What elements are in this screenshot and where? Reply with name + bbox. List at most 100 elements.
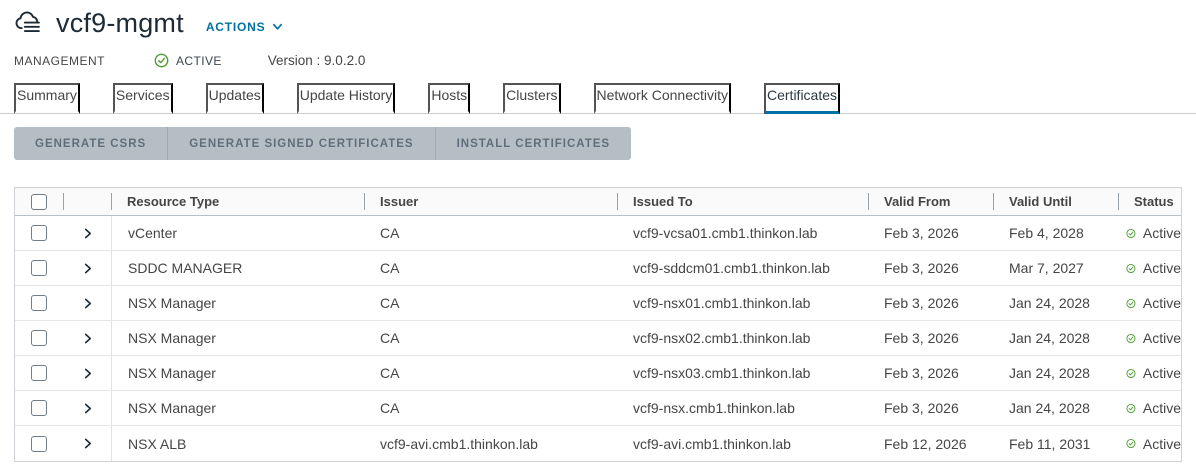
actions-button-label: ACTIONS	[205, 19, 266, 34]
expand-row-button[interactable]	[77, 398, 97, 418]
expand-row-button[interactable]	[77, 363, 97, 383]
header-resource-type: Resource Type	[111, 188, 364, 215]
cell-issuer: CA	[380, 295, 400, 311]
row-expand-cell	[63, 426, 111, 461]
header-expand-cell	[63, 188, 111, 215]
row-expand-cell	[63, 286, 111, 320]
status-text: Active	[1142, 400, 1181, 416]
row-checkbox[interactable]	[31, 435, 47, 452]
row-checkbox[interactable]	[31, 260, 47, 276]
status-text: Active	[1142, 435, 1181, 452]
chevron-right-icon	[82, 298, 93, 309]
tab-services[interactable]: Services	[112, 83, 173, 114]
cell-valid-from: Feb 3, 2026	[884, 295, 959, 311]
chevron-right-icon	[82, 228, 93, 239]
cell-issuer: CA	[380, 225, 400, 241]
active-check-icon	[1126, 436, 1136, 451]
tab-certificates[interactable]: Certificates	[764, 83, 841, 114]
row-expand-cell	[63, 321, 111, 355]
domain-meta-row: MANAGEMENT ACTIVE Version : 9.0.2.0	[14, 52, 1182, 69]
row-select-cell	[15, 286, 63, 320]
active-check-icon	[1126, 401, 1136, 416]
chevron-right-icon	[82, 333, 93, 344]
cell-resource-type: NSX Manager	[111, 321, 364, 355]
cell-valid-until: Mar 7, 2027	[1009, 260, 1084, 276]
cell-valid-until: Jan 24, 2028	[1009, 295, 1090, 311]
generate-signed-certificates-button[interactable]: GENERATE SIGNED CERTIFICATES	[167, 127, 434, 160]
domain-header: vcf9-mgmt ACTIONS MANAGEMENT ACTIVE Vers…	[0, 0, 1196, 69]
cell-status: Active	[1118, 251, 1181, 285]
certificate-actions-button-group: GENERATE CSRS GENERATE SIGNED CERTIFICAT…	[14, 127, 632, 160]
row-checkbox[interactable]	[31, 295, 47, 311]
cell-issued-to: vcf9-nsx03.cmb1.thinkon.lab	[633, 365, 811, 381]
header-issuer: Issuer	[364, 188, 617, 215]
table-row: NSX Manager CA vcf9-nsx02.cmb1.thinkon.l…	[15, 321, 1181, 356]
status-text: Active	[1142, 365, 1181, 381]
table-row: NSX Manager CA vcf9-nsx01.cmb1.thinkon.l…	[15, 286, 1181, 321]
version-label: Version : 9.0.2.0	[267, 53, 366, 68]
header-issued-to: Issued To	[617, 188, 868, 215]
active-check-icon	[1126, 226, 1136, 241]
chevron-right-icon	[82, 438, 93, 449]
tab-hosts[interactable]: Hosts	[428, 83, 471, 114]
cell-valid-until: Jan 24, 2028	[1009, 330, 1090, 346]
cell-issued-to: vcf9-nsx02.cmb1.thinkon.lab	[633, 330, 811, 346]
expand-row-button[interactable]	[77, 258, 97, 278]
row-checkbox[interactable]	[31, 365, 47, 381]
cell-issued-to: vcf9-nsx01.cmb1.thinkon.lab	[633, 295, 811, 311]
row-select-cell	[15, 391, 63, 425]
status-check-icon	[154, 53, 169, 68]
generate-csrs-button[interactable]: GENERATE CSRS	[14, 127, 167, 160]
table-header-row: Resource Type Issuer Issued To Valid Fro…	[15, 188, 1181, 216]
header-select-all-cell	[15, 188, 63, 215]
domain-tabs: Summary Services Updates Update History …	[0, 83, 1196, 114]
cell-resource-type: SDDC MANAGER	[111, 251, 364, 285]
chevron-right-icon	[82, 263, 93, 274]
expand-row-button[interactable]	[77, 293, 97, 313]
status-text: Active	[1142, 330, 1181, 346]
cell-valid-until: Feb 4, 2028	[1009, 225, 1084, 241]
chevron-right-icon	[82, 368, 93, 379]
tab-summary[interactable]: Summary	[14, 83, 80, 114]
chevron-right-icon	[82, 403, 93, 414]
cell-valid-from: Feb 12, 2026	[884, 435, 967, 452]
status-badge-label: ACTIVE	[176, 53, 222, 68]
cell-status: Active	[1118, 391, 1181, 425]
status-text: Active	[1142, 260, 1181, 276]
expand-row-button[interactable]	[77, 223, 97, 243]
page-title: vcf9-mgmt	[56, 8, 184, 38]
tab-update-history[interactable]: Update History	[296, 83, 396, 114]
cell-valid-from: Feb 3, 2026	[884, 365, 959, 381]
cell-status: Active	[1118, 216, 1181, 250]
cell-status: Active	[1118, 426, 1181, 461]
domain-type-label: MANAGEMENT	[14, 53, 106, 68]
active-check-icon	[1126, 331, 1136, 346]
status-text: Active	[1142, 225, 1181, 241]
cell-issuer: vcf9-avi.cmb1.thinkon.lab	[380, 435, 538, 452]
expand-row-button[interactable]	[77, 434, 97, 454]
cell-issued-to: vcf9-vcsa01.cmb1.thinkon.lab	[633, 225, 818, 241]
expand-row-button[interactable]	[77, 328, 97, 348]
row-checkbox[interactable]	[31, 330, 47, 346]
header-valid-until: Valid Until	[993, 188, 1118, 215]
active-check-icon	[1126, 296, 1136, 311]
row-select-cell	[15, 356, 63, 390]
tab-network-connectivity[interactable]: Network Connectivity	[593, 83, 731, 114]
cell-issued-to: vcf9-avi.cmb1.thinkon.lab	[633, 435, 791, 452]
cell-valid-from: Feb 3, 2026	[884, 260, 959, 276]
cell-valid-from: Feb 3, 2026	[884, 400, 959, 416]
cell-issued-to: vcf9-sddcm01.cmb1.thinkon.lab	[633, 260, 830, 276]
cell-resource-type: NSX Manager	[111, 286, 364, 320]
tab-updates[interactable]: Updates	[205, 83, 264, 114]
row-checkbox[interactable]	[31, 225, 47, 241]
cell-issuer: CA	[380, 330, 400, 346]
row-select-cell	[15, 251, 63, 285]
row-checkbox[interactable]	[31, 400, 47, 416]
install-certificates-button[interactable]: INSTALL CERTIFICATES	[434, 127, 632, 160]
tab-clusters[interactable]: Clusters	[503, 83, 561, 114]
row-expand-cell	[63, 216, 111, 250]
row-expand-cell	[63, 251, 111, 285]
select-all-checkbox[interactable]	[31, 193, 47, 210]
certificates-toolbar: GENERATE CSRS GENERATE SIGNED CERTIFICAT…	[14, 127, 1182, 160]
actions-button[interactable]: ACTIONS	[206, 14, 284, 34]
